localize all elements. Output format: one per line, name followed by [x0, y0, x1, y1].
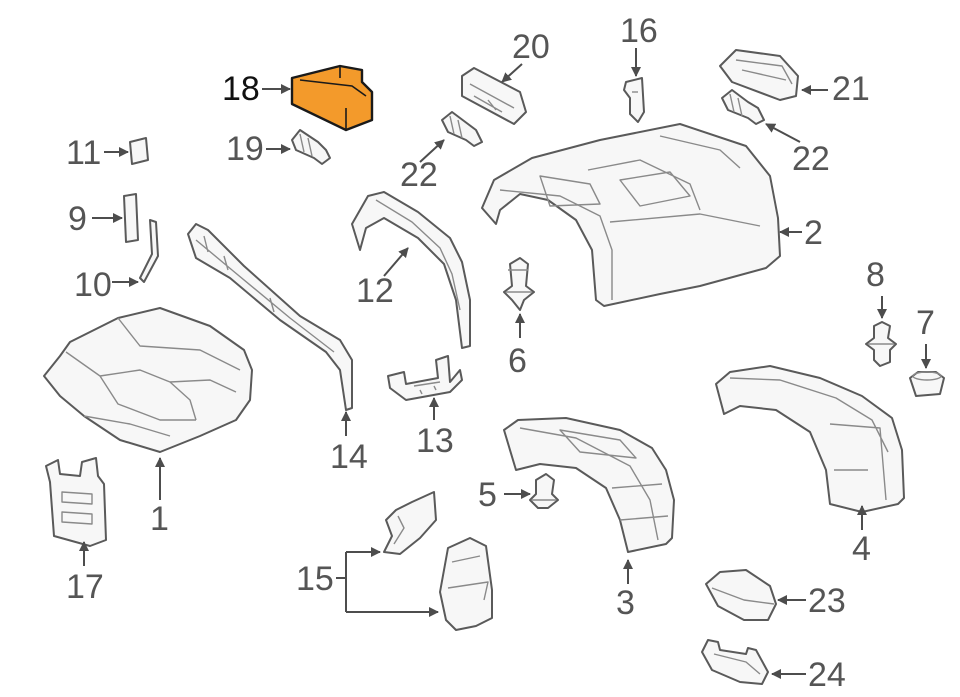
- callout-23: 23: [808, 582, 846, 620]
- part-22-bulb-right[interactable]: [721, 89, 765, 125]
- callout-16: 16: [620, 12, 658, 50]
- part-15-upper[interactable]: [383, 491, 437, 555]
- part-12-arch[interactable]: [351, 191, 471, 349]
- callout-17: 17: [66, 568, 104, 606]
- part-15-lower[interactable]: [439, 537, 493, 631]
- callout-24: 24: [808, 656, 846, 694]
- part-4-fender[interactable]: [715, 365, 905, 513]
- part-14-rail[interactable]: [187, 223, 353, 411]
- part-13-bracket[interactable]: [387, 355, 463, 401]
- part-3-fender[interactable]: [503, 417, 675, 553]
- part-22-bulb-left[interactable]: [441, 111, 483, 147]
- callout-5: 5: [478, 476, 497, 514]
- part-16-bracket[interactable]: [623, 77, 645, 123]
- callout-6: 6: [508, 342, 527, 380]
- part-8-pushpin[interactable]: [865, 321, 897, 367]
- callout-2: 2: [804, 214, 823, 252]
- part-23-cover[interactable]: [705, 569, 777, 621]
- part-21-lamp[interactable]: [719, 49, 799, 101]
- part-24-trim[interactable]: [701, 639, 769, 685]
- callout-7: 7: [916, 304, 935, 342]
- part-9-strip[interactable]: [123, 193, 139, 243]
- callout-11: 11: [66, 134, 101, 172]
- part-19-bulb[interactable]: [291, 129, 331, 165]
- callout-21: 21: [832, 70, 870, 108]
- part-11-clip[interactable]: [129, 137, 149, 165]
- callout-10: 10: [74, 266, 112, 304]
- part-6-pushpin[interactable]: [503, 257, 535, 311]
- part-18-cover[interactable]: [290, 64, 374, 132]
- part-20-lamp[interactable]: [461, 67, 527, 125]
- part-10-trim[interactable]: [139, 219, 159, 283]
- part-7-plug[interactable]: [909, 371, 945, 397]
- callout-13: 13: [416, 422, 454, 460]
- callout-22a: 22: [400, 156, 438, 194]
- callout-9: 9: [68, 200, 87, 238]
- callout-19: 19: [226, 130, 264, 168]
- callout-12: 12: [356, 272, 394, 310]
- part-5-pushpin[interactable]: [529, 473, 559, 509]
- callout-4: 4: [852, 530, 871, 568]
- callout-3: 3: [616, 584, 635, 622]
- callout-18: 18: [222, 70, 260, 108]
- callout-1: 1: [150, 500, 169, 538]
- part-1-panel[interactable]: [43, 307, 253, 453]
- part-2-housing[interactable]: [481, 123, 781, 307]
- callout-8: 8: [866, 256, 885, 294]
- callout-20: 20: [512, 28, 550, 66]
- part-17-bracket[interactable]: [45, 457, 107, 547]
- callout-22b: 22: [792, 140, 830, 178]
- callout-15: 15: [296, 560, 334, 598]
- callout-14: 14: [330, 438, 368, 476]
